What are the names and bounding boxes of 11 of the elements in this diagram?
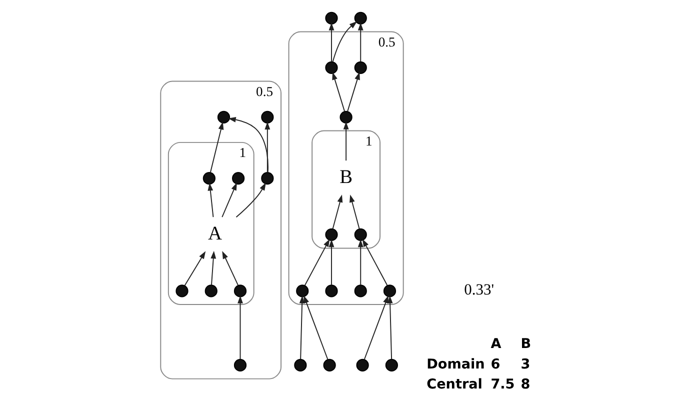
label: 0.33'	[464, 282, 494, 299]
node-text: B	[340, 167, 353, 188]
label: Central	[426, 376, 482, 393]
label: A	[490, 336, 502, 352]
node-text: A	[208, 224, 222, 245]
label: 7.5	[490, 376, 515, 393]
label: 8	[520, 376, 530, 393]
label: B	[520, 336, 532, 352]
label: 3	[520, 356, 530, 372]
label: 6	[490, 356, 500, 372]
label: Domain	[426, 356, 485, 372]
